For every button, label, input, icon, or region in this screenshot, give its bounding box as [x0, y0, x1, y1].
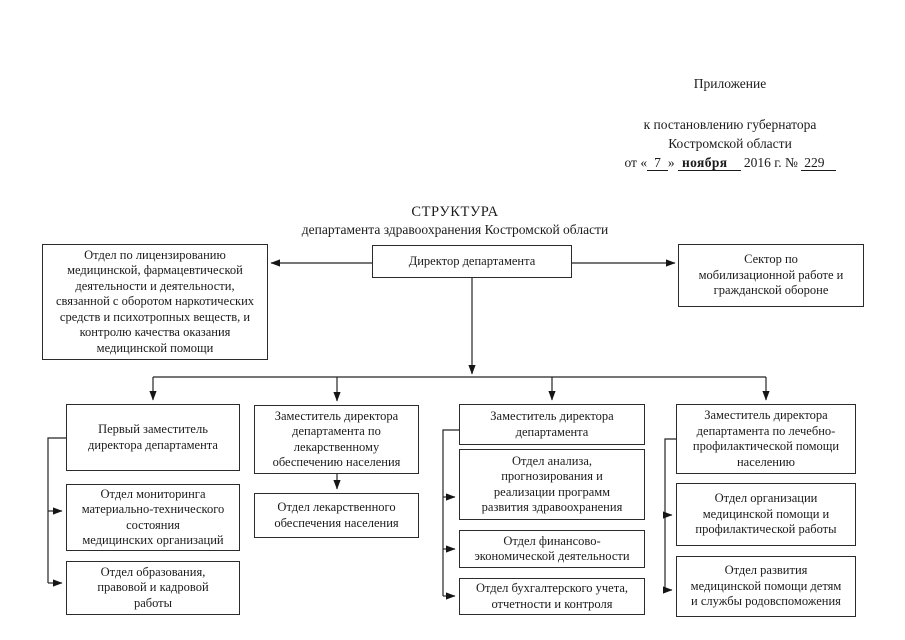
chart-subtitle: департамента здравоохранения Костромской…	[301, 222, 609, 237]
org-box-monitoring-label: Отдел мониторинга материально-техническо…	[81, 486, 225, 548]
org-box-finance-label: Отдел финансово- экономической деятельно…	[474, 533, 630, 564]
reference-line-1: к постановлению губернатора	[643, 117, 817, 132]
org-box-first-deputy: Первый заместитель директора департамент…	[66, 404, 240, 471]
org-box-deputy-drugs: Заместитель директора департамента по ле…	[254, 405, 419, 474]
org-box-med-org-label: Отдел организации медицинской помощи и п…	[695, 491, 837, 537]
org-box-director: Директор департамента	[372, 245, 572, 278]
org-box-children: Отдел развития медицинской помощи детям …	[676, 556, 856, 617]
org-box-first-deputy-label: Первый заместитель директора департамент…	[88, 422, 218, 452]
org-box-director-label: Директор департамента	[408, 253, 536, 268]
bracket-column1	[47, 437, 66, 583]
org-box-deputy: Заместитель директора департамента	[459, 404, 645, 445]
org-box-education-label: Отдел образования, правовой и кадровой р…	[97, 564, 209, 610]
org-box-licensing-label: Отдел по лицензированию медицинской, фар…	[55, 247, 255, 355]
document-reference-block: к постановлению губернатора Костромской …	[595, 115, 865, 172]
chart-title: СТРУКТУРА	[411, 204, 499, 220]
date-month: ноября	[677, 155, 741, 171]
org-box-analysis: Отдел анализа, прогнозирования и реализа…	[459, 449, 645, 520]
org-box-drugs-dept-label: Отдел лекарственного обеспечения населен…	[274, 500, 399, 530]
org-box-deputy-medical: Заместитель директора департамента по ле…	[676, 404, 856, 474]
org-box-education: Отдел образования, правовой и кадровой р…	[66, 561, 240, 615]
org-box-children-label: Отдел развития медицинской помощи детям …	[690, 563, 842, 609]
org-box-med-org: Отдел организации медицинской помощи и п…	[676, 483, 856, 546]
org-box-monitoring: Отдел мониторинга материально-техническо…	[66, 484, 240, 551]
org-box-drugs-dept: Отдел лекарственного обеспечения населен…	[254, 493, 419, 538]
appendix-label: Приложение	[693, 76, 767, 91]
org-box-licensing: Отдел по лицензированию медицинской, фар…	[42, 244, 268, 360]
date-prefix: от «	[624, 155, 648, 170]
date-number: 229	[801, 155, 836, 171]
org-box-analysis-label: Отдел анализа, прогнозирования и реализа…	[481, 453, 623, 515]
org-box-mobilization-label: Сектор по мобилизационной работе и гражд…	[698, 252, 844, 298]
date-close-quote: »	[667, 155, 675, 170]
org-box-accounting-label: Отдел бухгалтерского учета, отчетности и…	[475, 581, 629, 611]
document-date-line: от «7» ноября 2016 г. № 229	[595, 153, 865, 172]
org-box-finance: Отдел финансово- экономической деятельно…	[459, 530, 645, 568]
org-box-accounting: Отдел бухгалтерского учета, отчетности и…	[459, 578, 645, 615]
org-box-deputy-drugs-label: Заместитель директора департамента по ле…	[272, 408, 401, 470]
org-box-deputy-label: Заместитель директора департамента	[490, 409, 614, 439]
bracket-column4	[664, 438, 676, 590]
date-day: 7	[647, 155, 668, 171]
chart-title-block: СТРУКТУРА департамента здравоохранения К…	[210, 203, 700, 239]
bracket-column3	[442, 429, 459, 596]
org-box-mobilization: Сектор по мобилизационной работе и гражд…	[678, 244, 864, 307]
org-box-deputy-medical-label: Заместитель директора департамента по ле…	[692, 408, 840, 469]
reference-line-2: Костромской области	[668, 136, 792, 151]
date-year: 2016 г. №	[740, 155, 802, 170]
